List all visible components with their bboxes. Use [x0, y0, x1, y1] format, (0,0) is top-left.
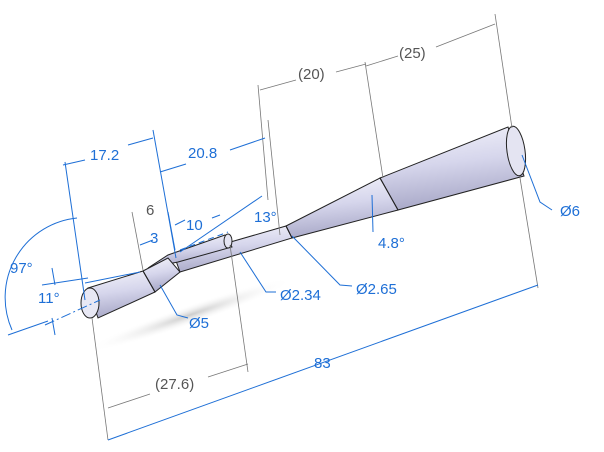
dim-dia-2-65[interactable]: Ø2.65: [356, 281, 397, 298]
edge-line: [285, 225, 293, 239]
end-face-d5[interactable]: [80, 287, 100, 319]
tongue-end-face[interactable]: [223, 233, 233, 249]
dim-dia-6[interactable]: Ø6: [560, 203, 580, 220]
dim-dia-2-34[interactable]: Ø2.34: [280, 287, 321, 304]
angle-4-8[interactable]: 4.8°: [378, 235, 405, 252]
dim-83[interactable]: 83: [314, 355, 331, 372]
axis-centerline: [44, 299, 101, 326]
dim-dia-5[interactable]: Ø5: [189, 315, 209, 332]
part-body[interactable]: [80, 125, 529, 319]
extension-lines: [91, 13, 539, 441]
cylinder-d6[interactable]: [379, 126, 525, 211]
dimension-lines: [4, 23, 553, 441]
taper-section[interactable]: [285, 177, 399, 239]
dim-25-reference[interactable]: (25): [399, 45, 426, 62]
angle-97[interactable]: 97°: [10, 260, 33, 277]
tongue-centerline: [179, 231, 229, 251]
angle-11[interactable]: 11°: [38, 290, 60, 307]
dim-20-reference[interactable]: (20): [298, 66, 325, 83]
dim-6[interactable]: 6: [146, 202, 154, 219]
dim-10[interactable]: 10: [186, 217, 203, 234]
dim-17-2[interactable]: 17.2: [90, 147, 119, 164]
dim-20-8[interactable]: 20.8: [188, 145, 217, 162]
edge-line: [142, 270, 156, 293]
dim-27-6-reference[interactable]: (27.6): [155, 376, 194, 393]
dim-3[interactable]: 3: [150, 230, 158, 247]
end-face-d6[interactable]: [504, 125, 529, 177]
edge-line: [379, 177, 399, 211]
part-shadow: [85, 277, 295, 353]
angle-13[interactable]: 13°: [254, 209, 277, 226]
